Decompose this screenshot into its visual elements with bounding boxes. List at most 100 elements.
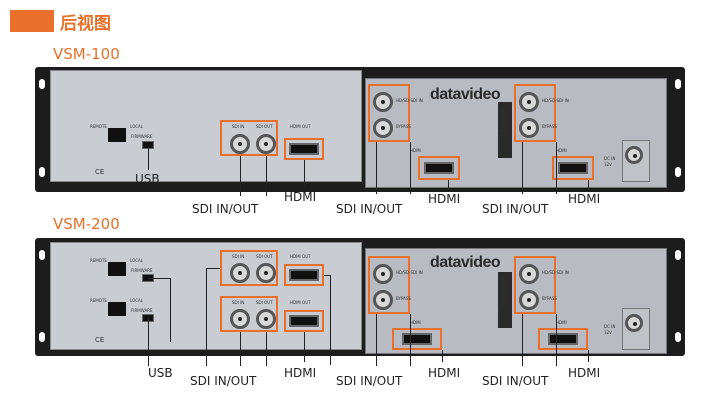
card1-bypass-connector[interactable] <box>373 118 393 138</box>
sdi-out-label: SDI OUT <box>256 124 273 129</box>
callout-line <box>324 275 330 276</box>
sdi-in-connector[interactable] <box>230 134 250 154</box>
maintenance-bracket <box>498 272 512 328</box>
hdmi-out-port[interactable] <box>289 143 319 155</box>
card1-hdmi-highlight-box <box>418 156 460 180</box>
callout-line <box>376 314 377 366</box>
label-card2-hdmi: HDMI <box>568 366 601 380</box>
sdi-out-connector[interactable] <box>256 134 276 154</box>
sdi1-out-connector[interactable] <box>256 263 276 283</box>
card2-hdmi-label: HDMI <box>556 148 567 153</box>
datavideo-logo: datavideo <box>430 86 501 103</box>
vsm100-main-module <box>50 70 362 182</box>
remote-label: REMOTE <box>90 124 107 129</box>
hdmi2-out-port[interactable] <box>289 315 319 327</box>
ce-mark: CE <box>95 168 105 176</box>
sdi-highlight-box <box>220 120 278 156</box>
callout-line <box>240 156 241 196</box>
rack-ear-hole <box>39 79 45 89</box>
callout-line <box>556 142 557 194</box>
sdi1-in-connector[interactable] <box>230 263 250 283</box>
callout-line <box>410 314 411 366</box>
card2-bypass-label: BYPASS <box>542 124 557 129</box>
remote-label: REMOTE <box>90 298 107 303</box>
card2-bypass-connector[interactable] <box>519 118 539 138</box>
callout-line <box>522 314 523 366</box>
remote-local-switch-1[interactable] <box>108 262 126 276</box>
label-hdmi: HDMI <box>284 366 317 380</box>
sdi-out-label: SDI OUT <box>256 300 273 305</box>
card2-sdi-in-connector[interactable] <box>519 264 539 284</box>
label-hdmi: HDMI <box>284 190 317 204</box>
card1-sdi-in-label: HD/SD-SDI IN <box>396 98 423 103</box>
callout-line <box>148 318 149 366</box>
card2-hdmi-port[interactable] <box>558 162 588 174</box>
card1-hdmi-port[interactable] <box>402 333 432 345</box>
sdi-in-label: SDI IN <box>232 300 245 305</box>
card2-bypass-label: BYPASS <box>542 296 557 301</box>
dc-in-jack[interactable] <box>625 146 643 164</box>
ce-mark: CE <box>95 336 105 344</box>
label-card1-sdi-in-out: SDI IN/OUT <box>336 202 403 216</box>
card1-hdmi-label: HDMI <box>410 320 421 325</box>
remote-local-switch[interactable] <box>108 128 126 142</box>
label-usb: USB <box>148 366 173 380</box>
callout-line <box>410 142 411 194</box>
hdmi-out-label: HDMI OUT <box>290 254 311 259</box>
label-card2-sdi-in-out: SDI IN/OUT <box>482 202 549 216</box>
card2-hdmi-highlight-box <box>538 328 588 350</box>
dc-in-label: DC IN <box>604 156 616 161</box>
card1-sdi-in-connector[interactable] <box>373 264 393 284</box>
label-card2-sdi-in-out: SDI IN/OUT <box>482 374 549 388</box>
callout-line <box>148 148 149 170</box>
hdmi-highlight-box <box>284 138 324 160</box>
card1-bypass-connector[interactable] <box>373 290 393 310</box>
vsm100-card-module <box>365 78 667 188</box>
maintenance-bracket <box>498 102 512 158</box>
firmware-label: FIRMWARE <box>131 268 153 273</box>
card2-sdi-highlight-box <box>514 256 556 314</box>
card2-hdmi-highlight-box <box>552 156 594 180</box>
card2-bypass-connector[interactable] <box>519 290 539 310</box>
card1-bypass-label: BYPASS <box>396 124 411 129</box>
card2-sdi-in-label: HD/SD-SDI IN <box>542 270 569 275</box>
hdmi1-highlight-box <box>284 264 324 286</box>
card1-sdi-highlight-box <box>368 256 410 314</box>
callout-line <box>304 332 305 362</box>
card1-sdi-in-label: HD/SD-SDI IN <box>396 270 423 275</box>
card2-sdi-in-connector[interactable] <box>519 92 539 112</box>
card1-hdmi-label: HDMI <box>410 148 421 153</box>
callout-line <box>206 268 207 366</box>
rack-ear-hole <box>675 250 681 260</box>
dc-in-label: DC IN <box>604 324 616 329</box>
callout-line <box>240 332 241 366</box>
sdi-out-label: SDI OUT <box>256 254 273 259</box>
dc-in-jack[interactable] <box>625 314 643 332</box>
sdi2-highlight-box <box>220 296 278 332</box>
label-card1-hdmi: HDMI <box>428 366 461 380</box>
hdmi-out-label: HDMI OUT <box>290 300 311 305</box>
callout-line <box>376 142 377 194</box>
hdmi-out-label: HDMI OUT <box>290 124 311 129</box>
sdi2-in-connector[interactable] <box>230 309 250 329</box>
label-sdi-in-out: SDI IN/OUT <box>190 374 257 388</box>
callout-line <box>442 350 443 362</box>
card1-sdi-in-connector[interactable] <box>373 92 393 112</box>
callout-line <box>170 278 171 342</box>
model-title-vsm-200: VSM-200 <box>53 215 120 233</box>
label-sdi-in-out: SDI IN/OUT <box>192 202 259 216</box>
card2-hdmi-label: HDMI <box>556 320 567 325</box>
card1-hdmi-port[interactable] <box>424 162 454 174</box>
callout-line <box>206 268 220 269</box>
callout-line <box>556 314 557 366</box>
sdi-in-label: SDI IN <box>232 124 245 129</box>
card2-hdmi-port[interactable] <box>548 333 578 345</box>
dc-volt-label: 12V <box>604 330 612 335</box>
remote-label: REMOTE <box>90 258 107 263</box>
sdi2-out-connector[interactable] <box>256 309 276 329</box>
hdmi1-out-port[interactable] <box>289 269 319 281</box>
card1-bypass-label: BYPASS <box>396 296 411 301</box>
rack-ear-hole <box>39 167 45 177</box>
rack-ear-hole <box>675 79 681 89</box>
remote-local-switch-2[interactable] <box>108 302 126 316</box>
